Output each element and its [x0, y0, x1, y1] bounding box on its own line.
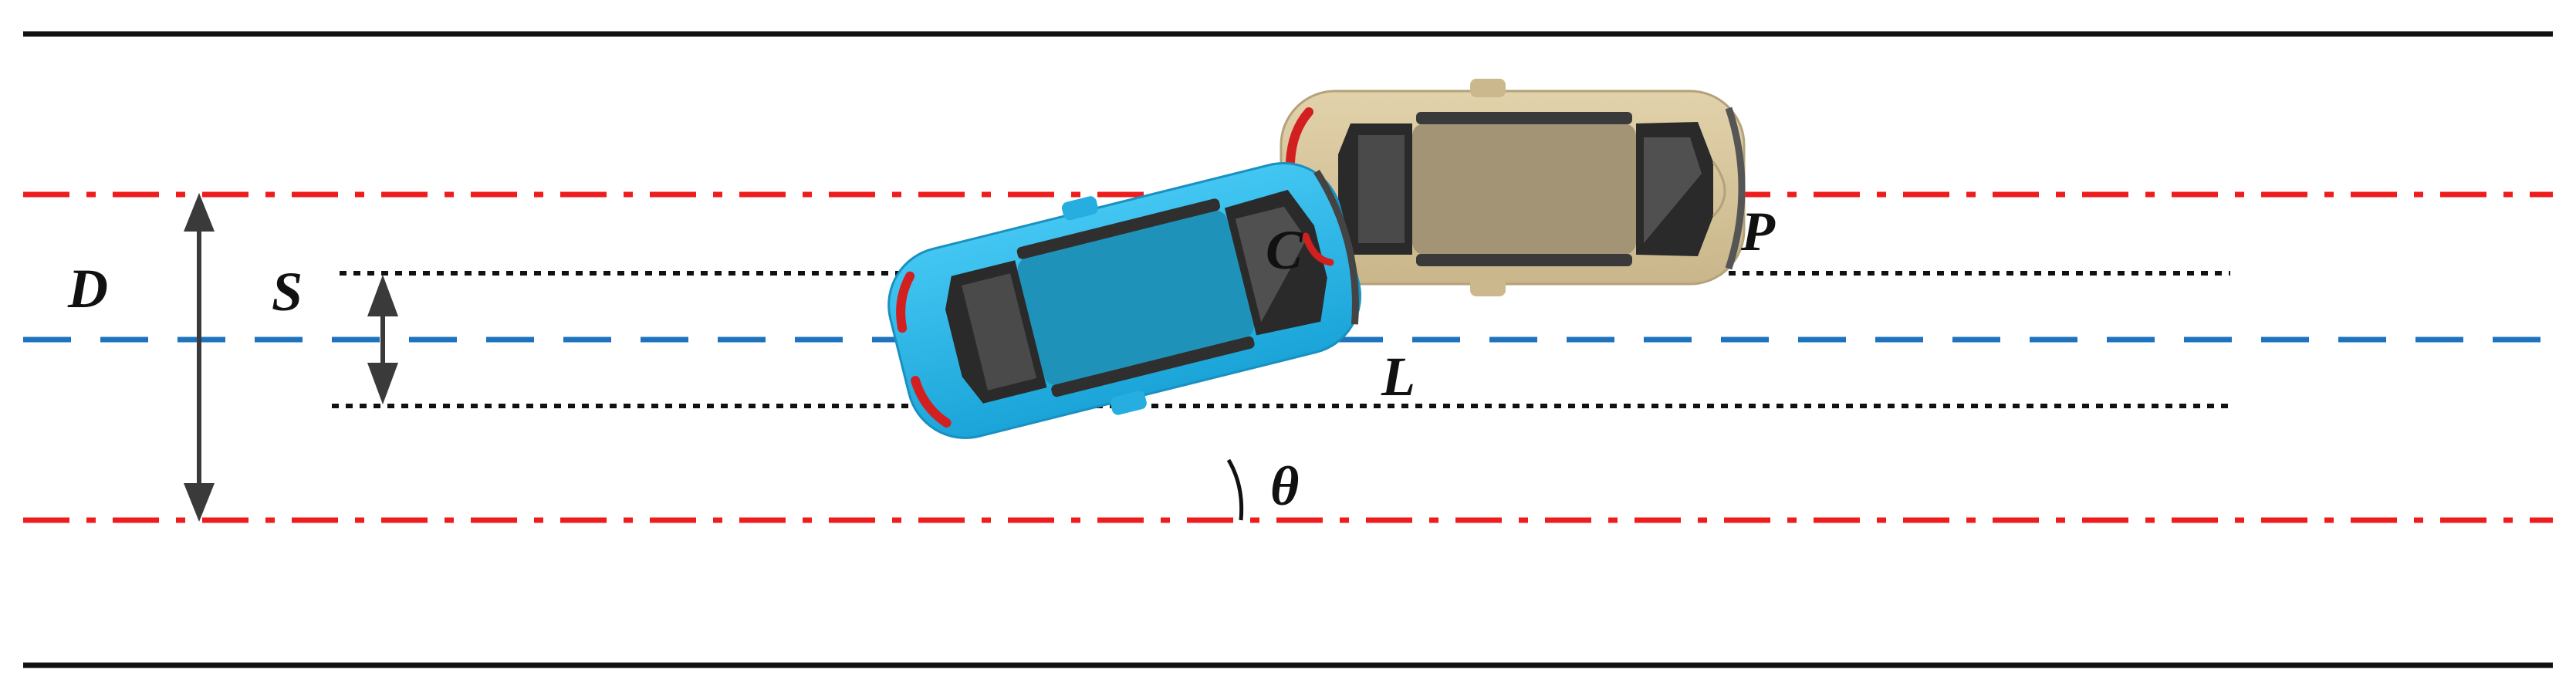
label-c: C: [1266, 219, 1303, 281]
distance-d-arrow: [184, 193, 215, 522]
lane-changing-car-icon: [887, 161, 1362, 439]
label-d: D: [67, 258, 108, 320]
theta-angle-arc: [1226, 458, 1244, 521]
distance-s-arrow: [367, 275, 398, 404]
label-s: S: [272, 261, 303, 323]
label-theta: θ: [1270, 455, 1299, 517]
label-l: L: [1381, 346, 1415, 407]
label-p: P: [1740, 201, 1776, 262]
collision-point-marker: [1302, 232, 1334, 266]
